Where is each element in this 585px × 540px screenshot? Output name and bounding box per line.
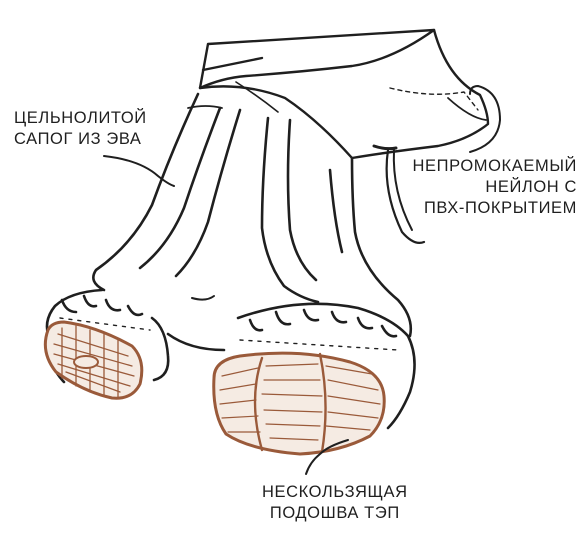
nylon-cuff [198, 28, 490, 244]
tpe-sole-label-line-1: НЕСКОЛЬЗЯЩАЯ [262, 483, 408, 501]
forefoot-tread-pad [212, 351, 386, 456]
heel-tread-pad [43, 320, 144, 400]
nylon-cuff-label-line-3: ПВХ-ПОКРЫТИЕМ [423, 199, 577, 217]
nylon-cuff-label-line-2: НЕЙЛОН С [485, 178, 577, 196]
eva-boot-label-line-2: САПОГ ИЗ ЭВА [14, 130, 142, 148]
pointer-sole [305, 439, 349, 475]
pointer-lines [103, 85, 501, 475]
boot-sole-body [45, 288, 416, 430]
nylon-cuff-label-line-1: НЕПРОМОКАЕМЫЙ [412, 157, 577, 175]
eva-boot-label-line-1: ЦЕЛЬНОЛИТОЙ [14, 109, 147, 127]
pointer-nylon [469, 85, 501, 153]
eva-boot-label: ЦЕЛЬНОЛИТОЙ САПОГ ИЗ ЭВА [14, 108, 147, 150]
pointer-eva [103, 155, 175, 187]
boot-shaft [92, 92, 413, 338]
nylon-cuff-label: НЕПРОМОКАЕМЫЙ НЕЙЛОН С ПВХ-ПОКРЫТИЕМ [413, 156, 577, 219]
tpe-sole-label: НЕСКОЛЬЗЯЩАЯ ПОДОШВА ТЭП [262, 482, 408, 524]
tpe-sole-label-line-2: ПОДОШВА ТЭП [269, 504, 400, 522]
